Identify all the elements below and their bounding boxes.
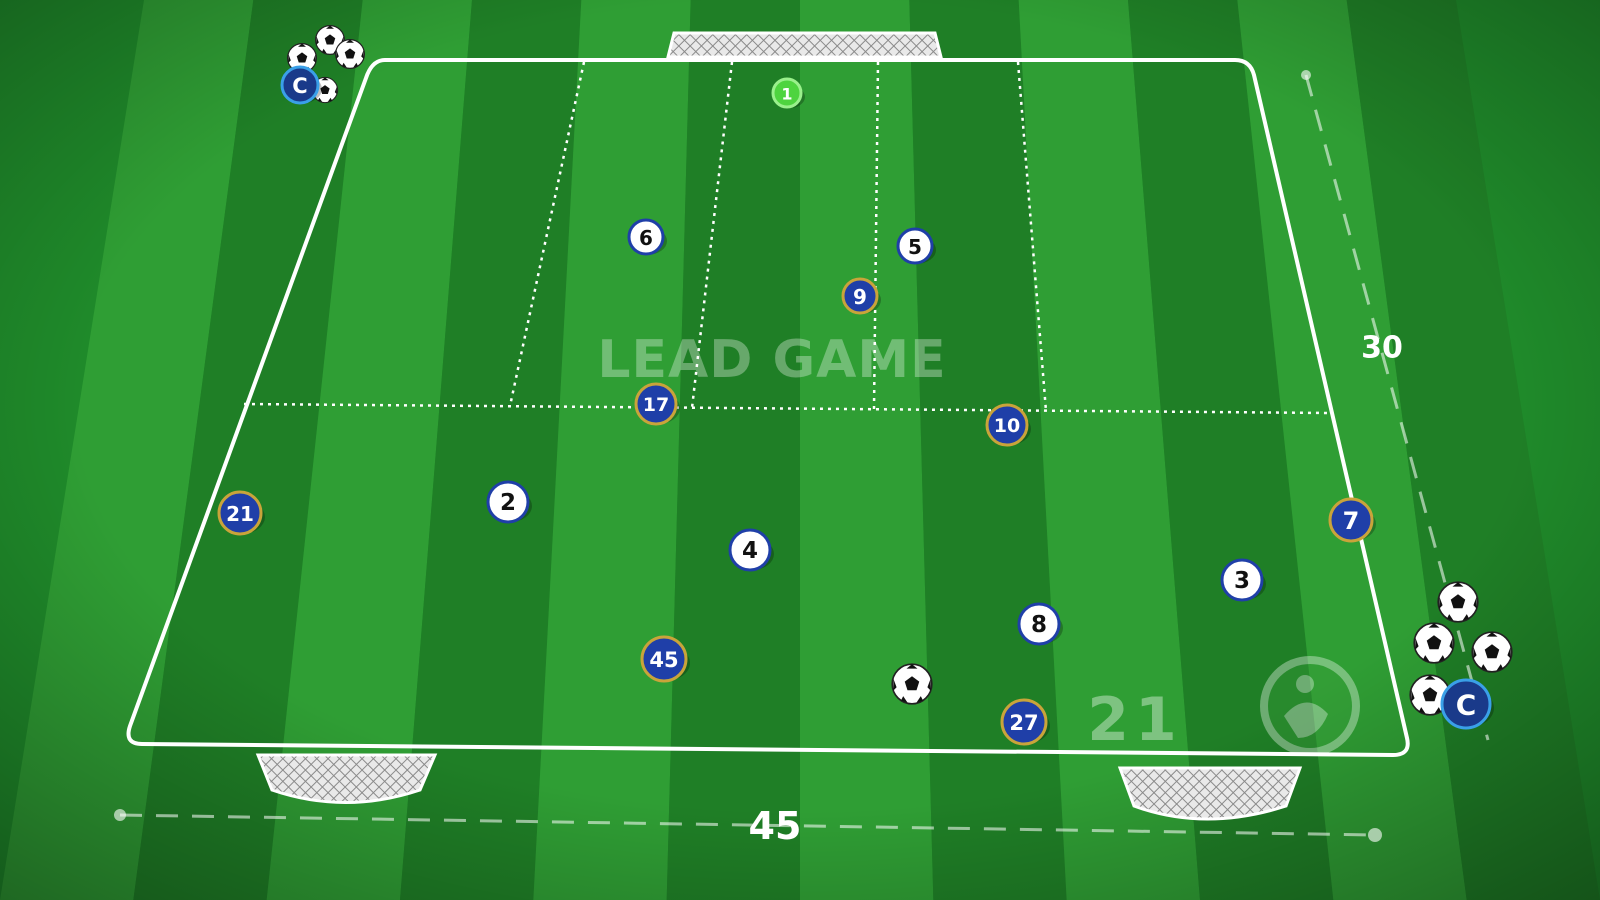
blue-player-marker-disc	[640, 635, 688, 683]
score-watermark: 21	[1087, 685, 1183, 755]
blue-player-marker-disc	[1000, 698, 1048, 746]
white-player-marker: 6	[627, 218, 667, 256]
white-player-marker-label: 8	[1031, 612, 1047, 638]
blue-player-marker-disc	[1328, 497, 1374, 543]
depth-dimension-start	[1301, 70, 1311, 80]
blue-player-marker-disc	[985, 403, 1029, 447]
white-player-marker: 4	[728, 528, 774, 572]
club-crest-logo-icon	[1260, 656, 1360, 756]
field-width-label: 45	[749, 804, 802, 848]
depth-dimension-line	[1304, 74, 1490, 741]
blue-player-marker: 7	[1328, 497, 1376, 543]
blue-player-marker: 27	[1000, 698, 1050, 746]
coach-marker: C	[1440, 678, 1494, 730]
width-dimension-end	[1368, 828, 1382, 842]
blue-player-marker-label: 45	[649, 648, 678, 672]
blue-player-marker-label: 7	[1343, 507, 1360, 535]
white-player-marker-disc	[627, 218, 665, 256]
soccer-ball-icon	[1471, 631, 1513, 673]
blue-player-marker-disc	[841, 277, 879, 315]
soccer-ball-icon	[335, 38, 365, 70]
white-player-marker: 5	[896, 227, 936, 265]
coach-marker-label: C	[1456, 689, 1477, 722]
player-markers: 6 5 2 4 3 8 9 17 10 21 7 45 27 C C 1	[217, 65, 1494, 746]
blue-player-marker-disc	[634, 382, 678, 426]
goalkeeper-marker-disc	[771, 77, 803, 109]
field-depth-label: 30	[1361, 331, 1403, 366]
white-player-marker-disc	[1017, 602, 1061, 646]
white-player-marker: 8	[1017, 602, 1063, 646]
goalkeeper-marker-label: 1	[781, 85, 792, 104]
coach-marker: C	[280, 65, 322, 105]
white-player-marker-disc	[486, 480, 530, 524]
coach-marker-label: C	[292, 74, 307, 98]
soccer-ball-icon	[1413, 622, 1455, 664]
width-dimension-start	[114, 809, 126, 821]
coach-marker-disc	[1440, 678, 1492, 730]
white-player-marker-disc	[1220, 558, 1264, 602]
blue-player-marker-label: 21	[226, 502, 254, 526]
white-player-marker-label: 2	[500, 490, 516, 516]
soccer-ball-icon	[1437, 581, 1479, 623]
coach-marker-disc	[280, 65, 320, 105]
top-goal-icon	[666, 31, 943, 59]
width-dimension-line	[119, 813, 1376, 837]
blue-player-marker: 10	[985, 403, 1031, 447]
zone-lines	[243, 61, 1331, 415]
white-player-marker: 3	[1220, 558, 1266, 602]
blue-player-marker: 17	[634, 382, 680, 426]
white-player-marker-label: 6	[639, 226, 653, 250]
bottom-left-goal-icon	[255, 753, 438, 804]
blue-player-marker-disc	[217, 490, 263, 536]
blue-player-marker-label: 10	[994, 415, 1020, 437]
white-player-marker-label: 4	[742, 538, 758, 564]
white-player-marker-label: 3	[1234, 568, 1250, 594]
white-player-marker-disc	[896, 227, 934, 265]
blue-player-marker: 9	[841, 277, 881, 315]
bottom-right-goal-icon	[1117, 766, 1303, 821]
soccer-ball-icon	[891, 663, 933, 705]
blue-player-marker: 45	[640, 635, 690, 683]
blue-player-marker-label: 17	[643, 394, 669, 416]
field-boundary	[126, 58, 1410, 758]
blue-player-marker-label: 9	[853, 285, 867, 309]
white-player-marker-label: 5	[908, 235, 922, 259]
drill-title: LEAD GAME	[597, 330, 946, 390]
blue-player-marker-label: 27	[1009, 711, 1038, 735]
goalkeeper-marker: 1	[771, 77, 805, 109]
blue-player-marker: 21	[217, 490, 265, 536]
white-player-marker-disc	[728, 528, 772, 572]
white-player-marker: 2	[486, 480, 532, 524]
